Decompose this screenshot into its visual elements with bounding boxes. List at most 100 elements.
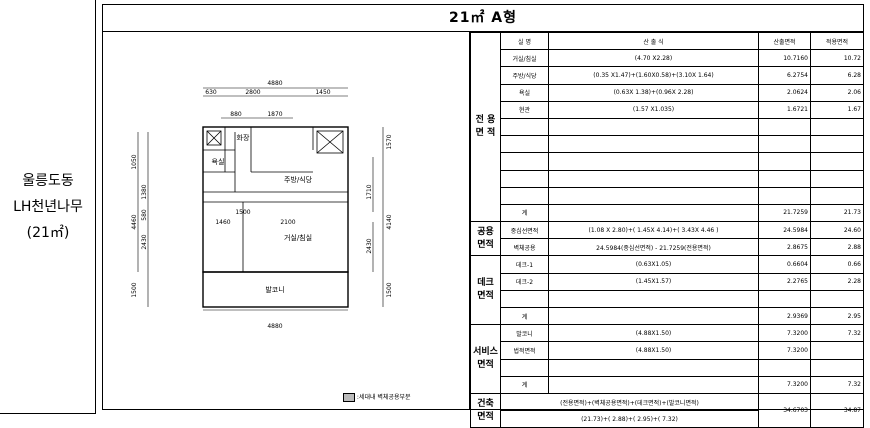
table-row: 서비스 면적 발코니 (4.88X1.50) 7.3200 7.32 (470, 324, 864, 394)
dim-right-c: 4140 (386, 214, 393, 229)
dim-inner-a: 880 (230, 111, 242, 118)
cell-area2: 6.28 (810, 66, 864, 85)
cell-name: 발코니 (500, 324, 549, 343)
cell-name: 주방/식당 (500, 66, 549, 85)
cell-area2: 2.06 (810, 83, 864, 102)
cell-area1: 2.0624 (758, 83, 811, 102)
dim-left-b: 1380 (141, 184, 148, 199)
group-private: 전 용 면 적 (470, 31, 501, 223)
table-row-empty (471, 169, 864, 188)
header-formula: 산 출 식 (548, 31, 759, 51)
table-row-empty (471, 135, 864, 154)
cell-name: 현관 (500, 100, 549, 119)
table-row-empty (471, 152, 864, 171)
cell-name: 데크-1 (500, 255, 549, 274)
cell-area1: 10.7160 (758, 49, 811, 68)
cell-formula: 24.5984(중심선면적) - 21.7259(전용면적) (548, 238, 759, 257)
group-common: 공용 면적 (470, 221, 501, 257)
table-row: 법적면적 (4.88X1.50) 7.3200 (471, 341, 864, 360)
cell-formula: (0.35 X1.47)+(1.60X0.58)+(3.10X 1.64) (548, 66, 759, 85)
cell-area2: 7.32 (810, 375, 864, 394)
cell-formula: (0.63X 1.38)+(0.96X 2.28) (548, 83, 759, 102)
cell-formula: (4.70 X2.28) (548, 49, 759, 68)
area-table: 전 용 면 적 실 명 산 출 식 산출면적 적용면적 거실/침실 (4.70 … (470, 31, 864, 428)
cell-area2: 10.72 (810, 49, 864, 68)
dim-right-d: 2430 (366, 238, 373, 253)
complex-label: 울릉도동 LH천년나무 (21㎡) (0, 168, 96, 246)
cell-name: 욕실 (500, 83, 549, 102)
dim-mid-b: 1460 (215, 219, 230, 226)
room-living: 거실/침실 (284, 233, 312, 242)
cell-area1: 21.7259 (758, 203, 811, 223)
cell-area1: 24.5984 (758, 221, 811, 240)
dim-top-b: 2800 (245, 89, 260, 96)
group-building: 건축 면적 (470, 392, 501, 428)
cell-formula: (4.88X1.50) (548, 324, 759, 343)
header-name: 실 명 (500, 31, 549, 51)
group-service: 서비스 면적 (470, 324, 501, 394)
room-kitchen: 주방/식당 (284, 175, 313, 184)
cell-area1: 7.3200 (758, 324, 811, 343)
legend-swatch (343, 393, 355, 402)
cell-formula: (0.63X1.05) (548, 255, 759, 274)
cell-area2: 2.88 (810, 238, 864, 257)
cell-name: 거실/침실 (500, 49, 549, 68)
table-row-total: 계 2.9369 2.95 (471, 306, 864, 326)
cell-area2: 1.67 (810, 100, 864, 119)
table-row: 거실/침실 (4.70 X2.28) 10.7160 10.72 (471, 49, 864, 68)
cell-formula: (21.73)+( 2.88)+( 2.95)+( 7.32) (500, 410, 759, 428)
dim-top-c: 1450 (315, 89, 330, 96)
table-row-empty (471, 186, 864, 205)
cell-area1: 2.9369 (758, 306, 811, 326)
cell-formula: (4.88X1.50) (548, 341, 759, 360)
cell-formula: (1.45X1.57) (548, 272, 759, 291)
cell-formula: (전용면적)+(벽체공용면적)+(데크면적)+(발코니면적) (500, 392, 759, 412)
cell-formula: (1.57 X1.035) (548, 100, 759, 119)
dim-left-c: 580 (141, 209, 148, 221)
table-row-empty (471, 117, 864, 137)
table-row-empty (471, 358, 864, 377)
room-balcony: 발코니 (265, 285, 284, 294)
cell-area2: 0.66 (810, 255, 864, 274)
drawing-sheet: 21㎡ A형 (102, 4, 864, 428)
group-deck: 데크 면적 (470, 255, 501, 326)
dim-right-b: 1710 (366, 184, 373, 199)
floor-plan: 4880 630 2800 1450 880 1870 1500 1460 21… (103, 32, 470, 410)
cell-area2: 21.73 (810, 203, 864, 223)
dim-top-total: 4880 (267, 80, 282, 87)
cell-area1: 1.6721 (758, 100, 811, 119)
table-row-total: 계 21.7259 21.73 (471, 203, 864, 223)
header-area1: 산출면적 (758, 31, 811, 51)
dim-top-a: 630 (205, 89, 217, 96)
legend-text: :세대내 벽체공용부분 (356, 394, 411, 401)
room-bath: 욕실 (212, 157, 225, 166)
table-row: 데크-2 (1.45X1.57) 2.2765 2.28 (471, 272, 864, 291)
cell-area1: 7.3200 (758, 341, 811, 360)
cell-area2 (810, 341, 864, 360)
cell-area1: 0.6604 (758, 255, 811, 274)
dim-left-d: 2430 (141, 234, 148, 249)
dim-inner-b: 1870 (267, 111, 282, 118)
dim-mid-a: 1500 (235, 209, 250, 216)
complex-brand: LH천년나무 (13, 199, 83, 215)
cell-formula: (1.08 X 2.80)+( 1.45X 4.14)+( 3.43X 4.46… (548, 221, 759, 240)
cell-area2: 7.32 (810, 324, 864, 343)
cell-name: 법적면적 (500, 341, 549, 360)
cell-area2: 34.87 (810, 392, 864, 428)
cell-name: 중심선면적 (500, 221, 549, 240)
left-cell: 울릉도동 LH천년나무 (21㎡) (0, 0, 96, 414)
cell-area2: 2.28 (810, 272, 864, 291)
table-row-total: 계 7.3200 7.32 (471, 375, 864, 394)
dim-right-e: 1500 (386, 282, 393, 297)
table-row: 주방/식당 (0.35 X1.47)+(1.60X0.58)+(3.10X 1.… (471, 66, 864, 85)
cell-name: 계 (500, 306, 549, 326)
dim-bottom-total: 4880 (267, 323, 282, 330)
table-row-empty (471, 289, 864, 309)
table-row: 욕실 (0.63X 1.38)+(0.96X 2.28) 2.0624 2.06 (471, 83, 864, 102)
cell-area1: 34.6703 (758, 392, 811, 428)
cell-area2: 24.60 (810, 221, 864, 240)
dim-mid-c: 2100 (280, 219, 295, 226)
dim-right-a: 1570 (386, 134, 393, 149)
table-row: 건축 면적 (전용면적)+(벽체공용면적)+(데크면적)+(발코니면적) 34.… (470, 392, 864, 428)
